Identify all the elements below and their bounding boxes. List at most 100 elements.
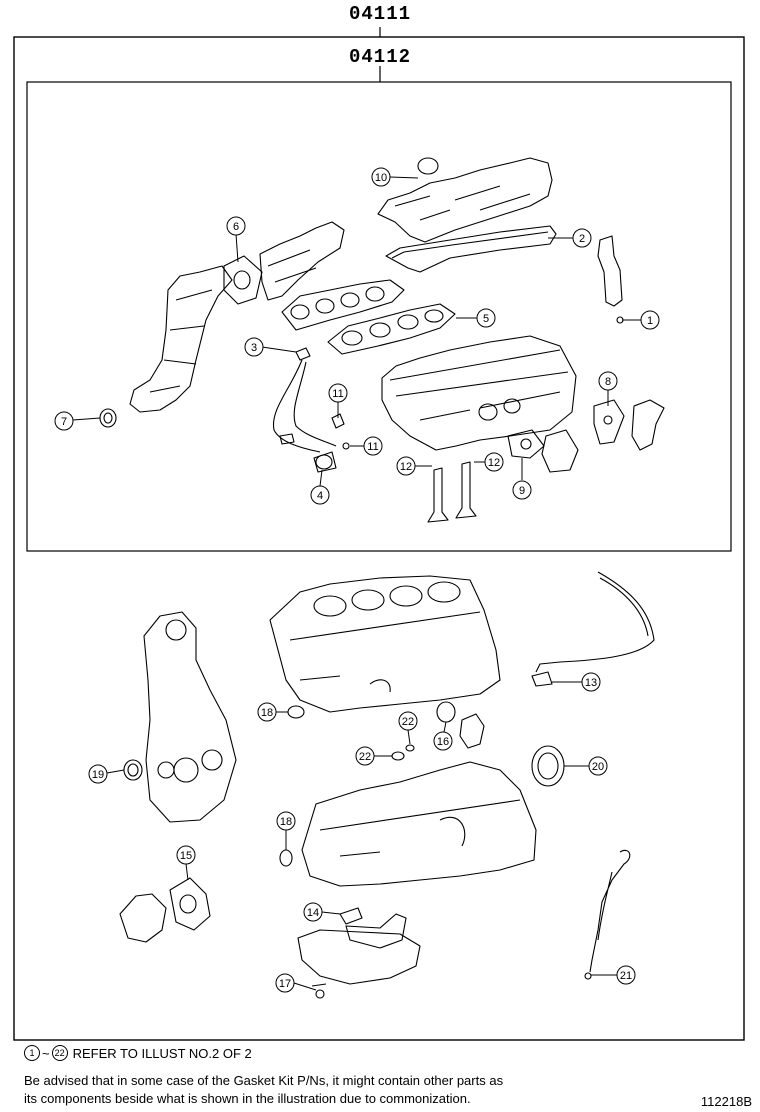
ref-to-badge: 22	[51, 1045, 68, 1061]
svg-text:3: 3	[251, 342, 257, 354]
oil-pan-lower	[297, 929, 421, 985]
svg-text:6: 6	[233, 221, 239, 233]
o-ring-lower	[279, 849, 293, 867]
part-drawings	[99, 157, 665, 999]
callout: 22	[398, 711, 418, 731]
kit-04111-frame	[13, 36, 745, 1041]
oil-pan-upper	[301, 761, 537, 887]
reference-note: 1 ~ 22 REFER TO ILLUST NO.2 OF 2	[24, 1045, 252, 1061]
svg-text:14: 14	[307, 907, 319, 919]
advisory-line-2: its components beside what is shown in t…	[24, 1091, 471, 1106]
svg-text:10: 10	[375, 172, 387, 184]
callout: 4	[310, 485, 330, 505]
callout: 17	[275, 973, 295, 993]
frames	[13, 27, 745, 1041]
oil-dipstick	[589, 849, 631, 973]
callout: 22	[355, 746, 375, 766]
crankshaft-rear-oil-seal	[531, 745, 565, 787]
cylinder-block	[269, 575, 501, 713]
drain-plug	[315, 989, 325, 999]
callout: 19	[88, 764, 108, 784]
callout: 13	[581, 672, 601, 692]
callout: 18	[276, 811, 296, 831]
svg-text:18: 18	[280, 816, 292, 828]
callout: 20	[588, 756, 608, 776]
svg-text:16: 16	[437, 736, 449, 748]
water-outlet	[631, 399, 665, 451]
svg-text:4: 4	[317, 490, 323, 502]
oil-strainer-pipe	[535, 571, 655, 673]
svg-text:2: 2	[579, 233, 585, 245]
svg-text:21: 21	[620, 970, 632, 982]
callout: 6	[226, 216, 246, 236]
oil-strainer-gasket	[531, 671, 553, 687]
cylinder-head	[381, 335, 577, 451]
water-outlet-gasket	[593, 399, 625, 445]
oil-seal-16	[436, 701, 456, 723]
svg-text:13: 13	[585, 677, 597, 689]
ref-from-badge: 1	[24, 1045, 40, 1061]
fuel-injector	[597, 235, 623, 307]
svg-text:1: 1	[647, 315, 653, 327]
callout: 11	[363, 436, 383, 456]
crankshaft-front-oil-seal	[123, 759, 143, 781]
svg-text:9: 9	[519, 485, 525, 497]
svg-text:20: 20	[592, 761, 604, 773]
callout: 2	[572, 228, 592, 248]
front-exhaust-pipe	[129, 265, 233, 413]
svg-text:18: 18	[261, 707, 273, 719]
callout: 14	[303, 902, 323, 922]
oil-strainer-14	[339, 907, 363, 925]
thermostat-gasket	[507, 429, 545, 459]
exhaust-manifold-gasket	[281, 279, 405, 331]
callout: 8	[598, 371, 618, 391]
callout: 10	[371, 167, 391, 187]
oil-line	[295, 347, 311, 361]
svg-text:12: 12	[400, 461, 412, 473]
head-cover-gasket	[385, 225, 557, 273]
callouts: 10 2 6 1 5 3 8 7 11 11 12 12 9 4 13 18 2…	[54, 167, 660, 993]
callout: 7	[54, 411, 74, 431]
svg-text:15: 15	[180, 850, 192, 862]
svg-text:12: 12	[488, 457, 500, 469]
svg-text:22: 22	[359, 751, 371, 763]
svg-text:7: 7	[61, 416, 67, 428]
valve-left	[427, 467, 449, 523]
timing-chain-cover	[143, 611, 237, 823]
water-pump-gasket	[169, 877, 211, 931]
svg-text:11: 11	[332, 388, 343, 400]
callout: 5	[476, 308, 496, 328]
svg-text:8: 8	[605, 376, 611, 388]
callout: 11	[328, 383, 348, 403]
exhaust-manifold	[259, 221, 345, 301]
ref-text: REFER TO ILLUST NO.2 OF 2	[72, 1045, 252, 1061]
callout: 16	[433, 731, 453, 751]
svg-text:22: 22	[402, 716, 414, 728]
callout: 9	[512, 480, 532, 500]
callout: 21	[616, 965, 636, 985]
ref-separator: ~	[42, 1045, 50, 1061]
leader-lines	[72, 176, 641, 991]
callout: 12	[484, 452, 504, 472]
callout: 12	[396, 456, 416, 476]
water-pump	[119, 893, 167, 943]
kit-number-inner: 04112	[349, 46, 412, 68]
advisory-line-1: Be advised that in some case of the Gask…	[24, 1073, 504, 1088]
illustration-code: 112218B	[700, 1094, 752, 1109]
kit-number-outer: 04111	[349, 3, 412, 25]
o-ring-upper	[287, 705, 305, 719]
svg-text:19: 19	[92, 769, 104, 781]
valve-right	[455, 461, 477, 519]
callout: 3	[244, 337, 264, 357]
callout: 15	[176, 845, 196, 865]
callout: 18	[257, 702, 277, 722]
intake-manifold-gasket	[327, 303, 456, 355]
plug-tube-seal	[99, 408, 117, 428]
svg-text:17: 17	[279, 978, 291, 990]
svg-text:11: 11	[367, 441, 378, 453]
cylinder-head-cover	[377, 157, 553, 243]
callout: 1	[640, 310, 660, 330]
exhaust-flange-gasket	[223, 255, 263, 305]
kit-04112-frame	[26, 81, 732, 552]
